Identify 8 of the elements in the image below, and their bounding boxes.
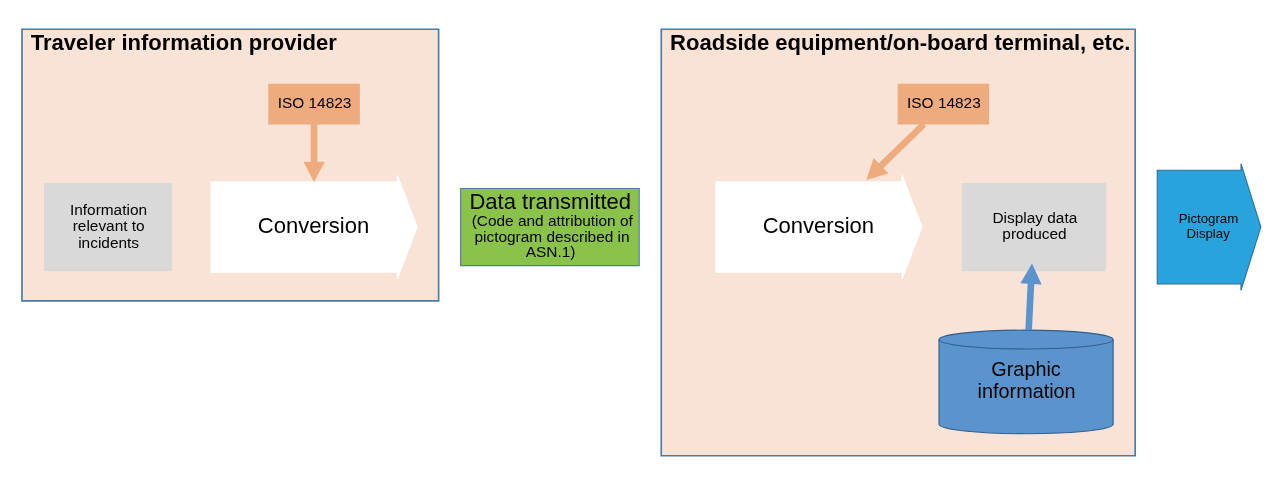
node-box: Information relevant to incidents — [44, 183, 172, 272]
node-box: Display data produced — [961, 183, 1106, 272]
arrow — [303, 124, 325, 183]
node-box: ISO 14823 — [897, 83, 990, 125]
node-box: Data transmitted (Code and attribution of pictogram described in ASN.1) — [460, 187, 640, 267]
node-box: ISO 14823 — [268, 83, 360, 125]
arrow — [866, 121, 927, 180]
arrow — [1020, 263, 1042, 331]
